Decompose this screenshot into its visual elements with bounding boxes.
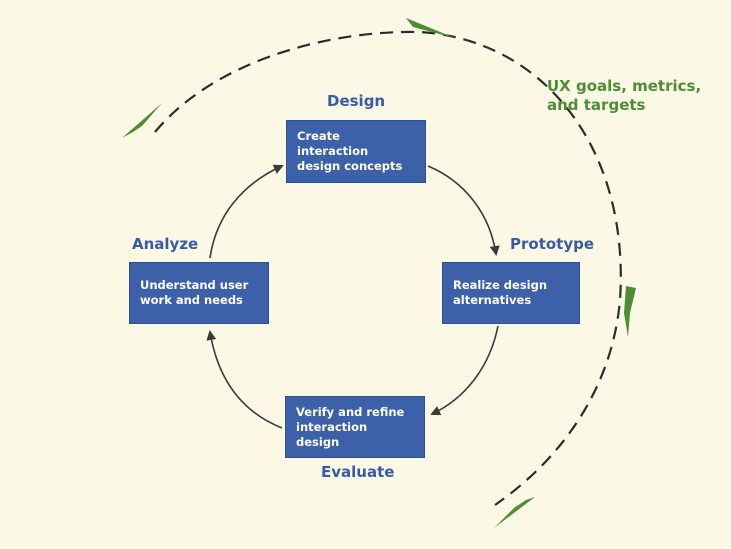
cycle-arrow-design-to-prototype: [427, 165, 500, 256]
goals-arrow-icon: [624, 286, 636, 337]
goals-arrow-icon: [494, 497, 535, 528]
cycle-arrow-analyze-to-design: [209, 164, 284, 259]
process-box-analyze-text: Understand user work and needs: [140, 278, 249, 307]
process-box-prototype-text: Realize design alternatives: [453, 278, 548, 307]
goals-arrow-icon: [406, 18, 455, 38]
cycle-arrow-prototype-to-evaluate: [430, 325, 499, 416]
goals-dashed-arc: [154, 30, 622, 506]
cycle-arrow-evaluate-to-analyze: [206, 330, 283, 429]
phase-label-evaluate: Evaluate: [321, 463, 395, 481]
ux-goals-label: UX goals, metrics, and targets: [547, 77, 702, 114]
goals-arrow-icon: [122, 103, 162, 138]
process-box-design-text: Create interaction design concepts: [297, 129, 403, 173]
phase-label-prototype: Prototype: [510, 235, 595, 253]
phase-label-analyze: Analyze: [132, 235, 199, 253]
process-box-evaluate-text: Verify and refine interaction design: [296, 404, 405, 449]
process-box-analyze: Understand user work and needs: [129, 262, 269, 324]
process-box-prototype: Realize design alternatives: [442, 262, 580, 324]
process-box-design: Create interaction design concepts: [286, 120, 426, 183]
process-box-evaluate: Verify and refine interaction design: [285, 396, 425, 458]
phase-label-design: Design: [327, 92, 386, 110]
